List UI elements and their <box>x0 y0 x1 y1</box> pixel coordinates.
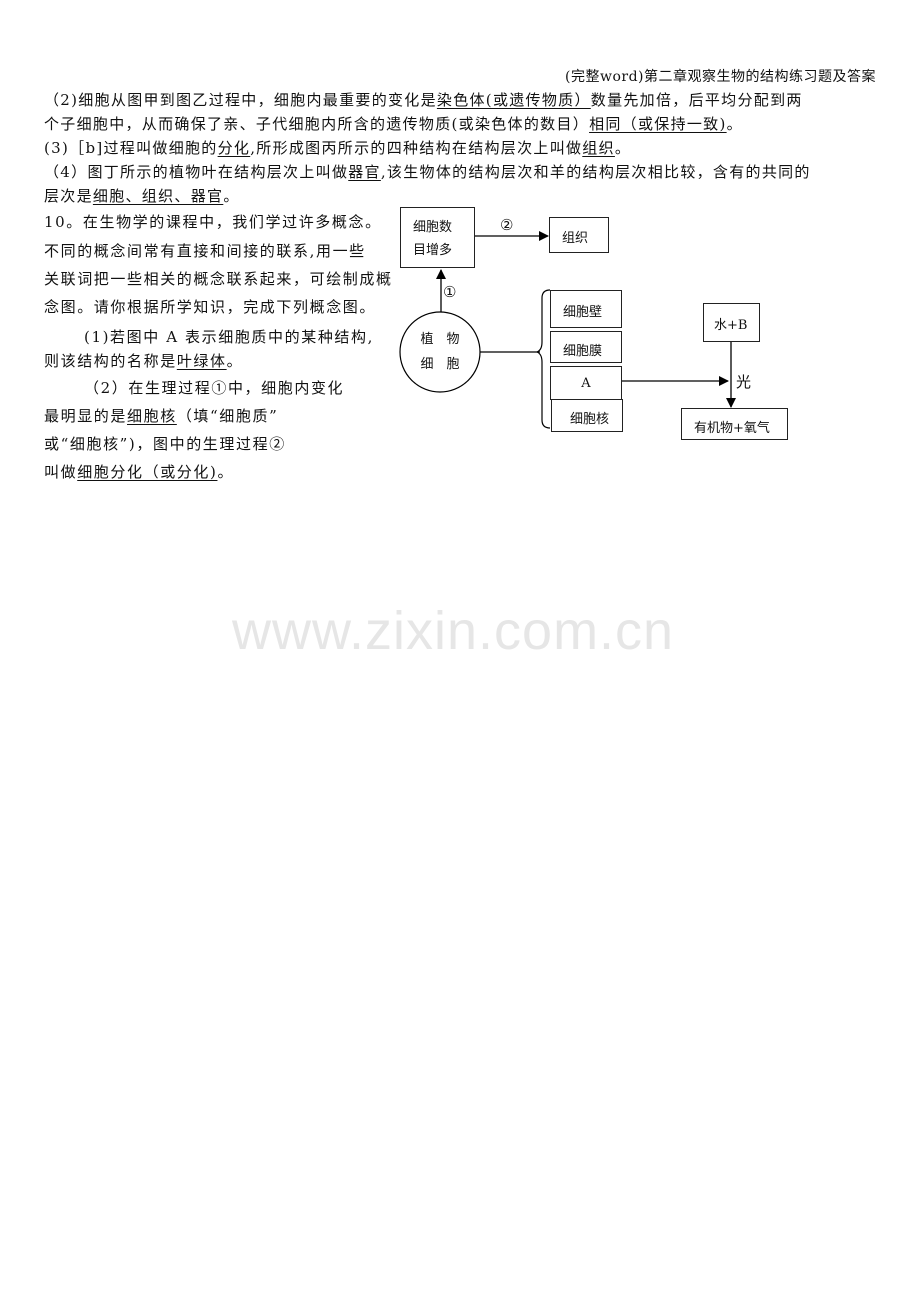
box-cell-wall: 细胞壁 <box>550 290 622 328</box>
plant-cell-label: 植 物 细 胞 <box>400 327 480 377</box>
q4-end: 。 <box>223 187 240 205</box>
q10-intro-1: 10。在生物学的课程中，我们学过许多概念。 <box>44 213 382 231</box>
q10-sub1-line-2: 则该结构的名称是叶绿体。 <box>44 349 243 373</box>
box-cell-increase: 细胞数 目增多 <box>400 207 475 268</box>
q10-sub2-line4-prefix: 叫做 <box>44 463 78 481</box>
q3-line: (3)［b]过程叫做细胞的分化,所形成图丙所示的四种结构在结构层次上叫做组织。 <box>44 136 631 160</box>
box-products: 有机物+氧气 <box>681 408 788 440</box>
q3-answer-1: 分化 <box>217 139 251 157</box>
q4-line-2: 层次是细胞、组织、器官。 <box>44 184 240 208</box>
q4-mid: ,该生物体的结构层次和羊的结构层次相比较，含有的共同的 <box>380 163 811 181</box>
brace <box>535 289 551 429</box>
q10-sub2-line-2: 最明显的是细胞核（填“细胞质” <box>44 404 278 428</box>
q10-sub2-line-4: 叫做细胞分化（或分化)。 <box>44 460 234 484</box>
q10-sub2-suffix: （填“细胞质” <box>176 407 279 425</box>
q10-sub2-answer-2: 细胞分化（或分化) <box>77 463 218 481</box>
q10-sub2-line-3: 或“细胞核”)，图中的生理过程② <box>44 435 286 453</box>
q3-mid: ,所形成图丙所示的四种结构在结构层次上叫做 <box>250 139 583 157</box>
box-cell-increase-line-1: 细胞数 <box>413 220 453 235</box>
q3-prefix: (3)［b]过程叫做细胞的 <box>44 139 218 157</box>
q4-answer-1: 器官 <box>348 163 381 181</box>
q10-intro-3: 关联词把一些相关的概念联系起来，可绘制成概 <box>44 270 393 288</box>
q10-sub1-prefix: 则该结构的名称是 <box>44 352 177 370</box>
plant-cell-label-line-2: 细 胞 <box>420 357 460 372</box>
arrow2-label: ② <box>500 216 514 234</box>
q2-line-2: 个子细胞中，从而确保了亲、子代细胞内所含的遗传物质(或染色体的数目）相同（或保持… <box>44 112 743 136</box>
watermark: www.zixin.com.cn <box>232 601 675 661</box>
box-a: A <box>550 366 622 400</box>
q10-sub1-line-1: (1)若图中 A 表示细胞质中的某种结构, <box>84 328 374 346</box>
q2-answer-1: 染色体(或遗传物质） <box>436 91 591 109</box>
q2-answer-2: 相同（或保持一致) <box>589 115 727 133</box>
q4-prefix: （4）图丁所示的植物叶在结构层次上叫做 <box>44 163 349 181</box>
box-cell-increase-line-2: 目增多 <box>413 243 453 258</box>
plant-cell-label-line-1: 植 物 <box>420 332 460 347</box>
arrow1-label: ① <box>443 283 457 301</box>
light-label: 光 <box>736 373 752 391</box>
q4-line-1: （4）图丁所示的植物叶在结构层次上叫做器官,该生物体的结构层次和羊的结构层次相比… <box>44 160 811 184</box>
q10-sub2-answer-1: 细胞核 <box>127 407 177 425</box>
q4-answer-2: 细胞、组织、器官 <box>92 187 224 205</box>
q3-end: 。 <box>614 139 632 157</box>
box-cell-membrane: 细胞膜 <box>550 331 622 363</box>
q2-prefix: （2)细胞从图甲到图乙过程中，细胞内最重要的变化是 <box>44 91 437 109</box>
q10-intro-4: 念图。请你根据所学知识，完成下列概念图。 <box>44 298 377 316</box>
q2-line2-prefix: 个子细胞中，从而确保了亲、子代细胞内所含的遗传物质(或染色体的数目） <box>44 115 590 133</box>
q10-sub2-end: 。 <box>217 463 235 481</box>
q10-sub1-end: 。 <box>226 352 244 370</box>
q2-line-1: （2)细胞从图甲到图乙过程中，细胞内最重要的变化是染色体(或遗传物质）数量先加倍… <box>44 88 803 112</box>
document-header: (完整word)第二章观察生物的结构练习题及答案 <box>565 69 876 85</box>
q10-intro-2: 不同的概念间常有直接和间接的联系,用一些 <box>44 242 366 260</box>
box-water-b: 水+B <box>703 303 760 342</box>
q2-mid: 数量先加倍，后平均分配到两 <box>590 91 803 109</box>
box-tissue: 组织 <box>549 217 609 253</box>
q10-sub2-prefix: 最明显的是 <box>44 407 128 425</box>
q3-answer-2: 组织 <box>582 139 615 157</box>
box-nucleus: 细胞核 <box>551 399 623 432</box>
q4-line2-prefix: 层次是 <box>44 187 93 205</box>
q10-sub1-answer: 叶绿体 <box>176 352 227 370</box>
q10-sub2-line-1: （2）在生理过程①中，细胞内变化 <box>84 379 345 397</box>
q2-end: 。 <box>726 115 743 133</box>
